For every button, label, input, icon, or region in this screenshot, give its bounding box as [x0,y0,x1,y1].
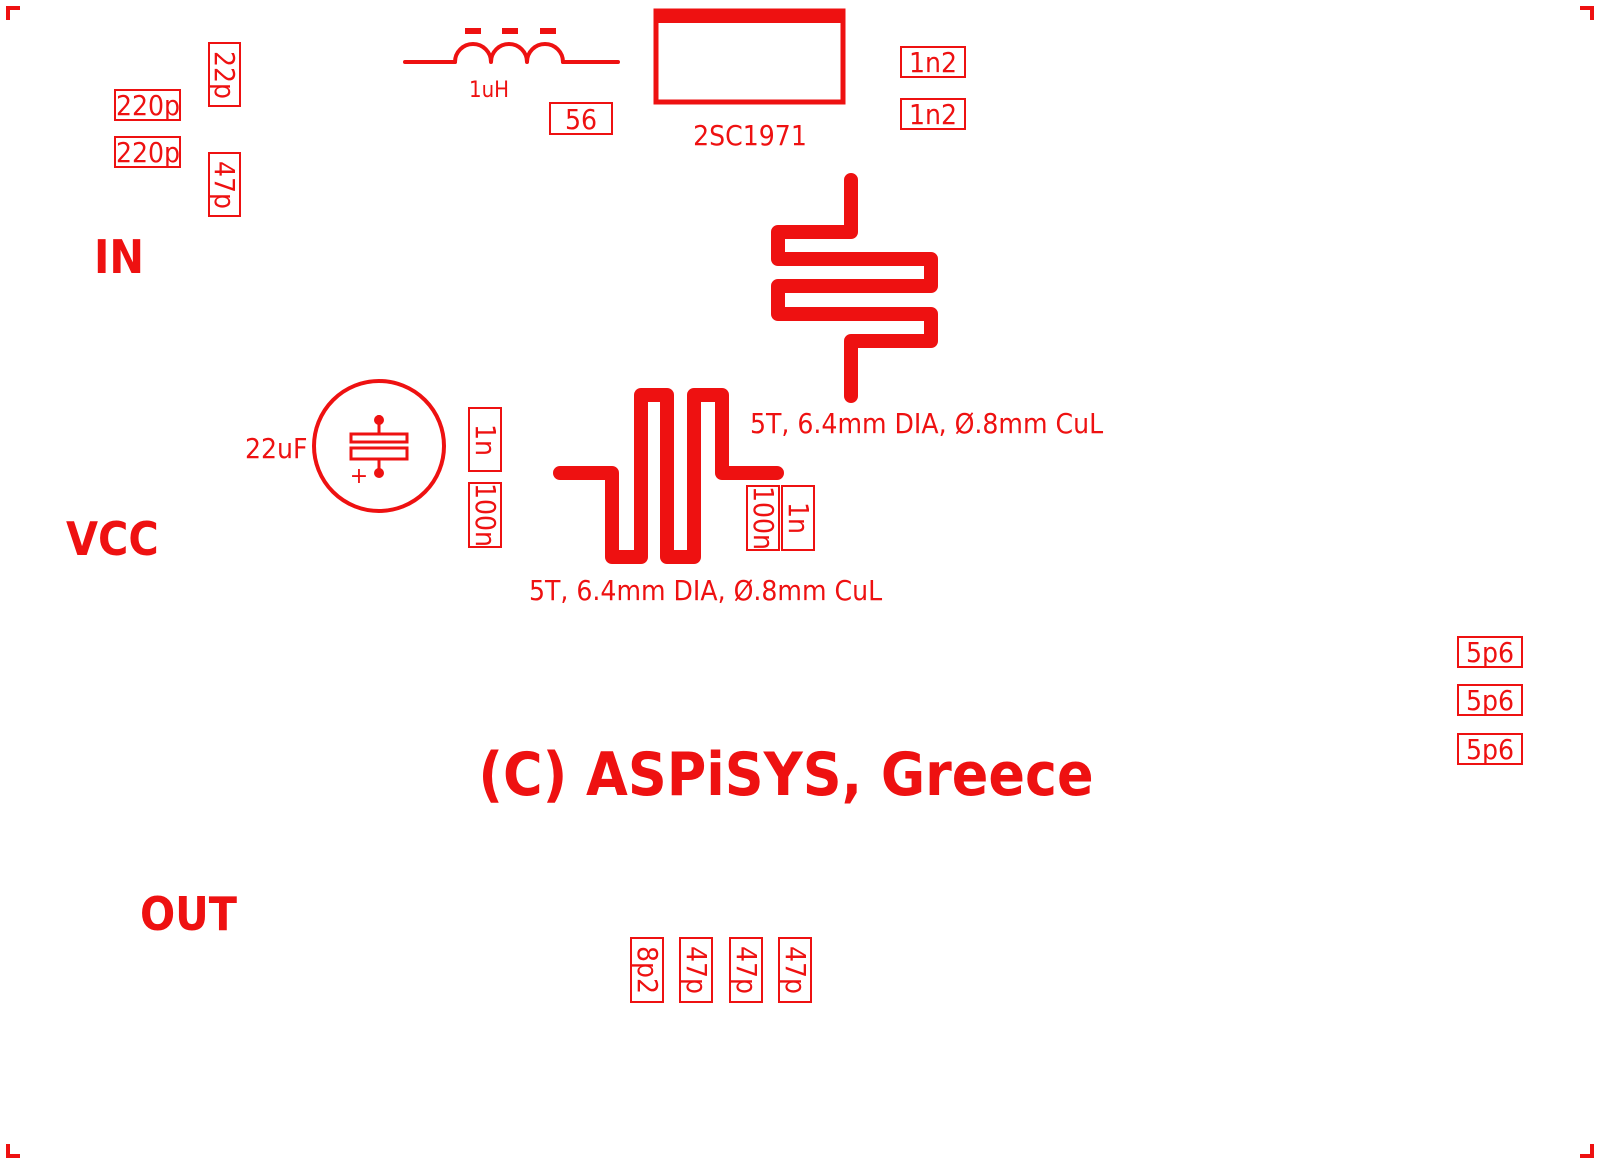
cap-220p-a-label: 220p [116,89,180,122]
corner-mark-top-right [1580,6,1594,20]
cap-8p2-label: 8p2 [631,946,664,994]
resistor-56-label: 56 [565,103,597,136]
inductor-symbol: 1uH [403,28,620,103]
cap-220p-b-label: 220p [116,136,180,169]
inductor-value: 1uH [469,78,509,103]
corner-mark-bottom-left [6,1144,20,1158]
transistor-part-label: 2SC1971 [693,119,807,152]
corner-mark-top-left [6,6,20,20]
cap-100n-left-label: 100n [469,483,502,547]
lower-air-coil [553,388,784,564]
corner-mark-bottom-right [1580,1144,1594,1158]
cap-1n-left-label: 1n [469,424,502,456]
cap-1n2-b-label: 1n2 [909,98,957,131]
upper-coil-spec: 5T, 6.4mm DIA, Ø.8mm CuL [750,407,1103,440]
cap-47p-c-label: 47p [779,946,812,994]
lower-coil-spec: 5T, 6.4mm DIA, Ø.8mm CuL [529,574,882,607]
label-in: IN [94,230,144,284]
cap-1n2-a-label: 1n2 [909,46,957,79]
cap-5p6-a-label: 5p6 [1466,636,1514,669]
electrolytic-value: 22uF [245,432,308,465]
electrolytic-capacitor: + [312,379,446,513]
upper-air-coil [771,173,938,403]
cap-47p-b-label: 47p [730,946,763,994]
cap-5p6-c-label: 5p6 [1466,733,1514,766]
cap-1n-right-label: 1n [782,502,815,534]
copyright-notice: (C) ASPiSYS, Greece [478,740,1093,810]
cap-5p6-b-label: 5p6 [1466,684,1514,717]
cap-47p-in-label: 47p [208,161,241,209]
label-vcc: VCC [66,512,159,566]
cap-100n-right-label: 100n [747,486,780,550]
electrolytic-polarity-mark: + [350,464,368,489]
transistor-outline: 2SC1971 [653,8,846,152]
cap-47p-a-label: 47p [680,946,713,994]
label-out: OUT [140,887,238,941]
cap-22p-label: 22p [208,51,241,99]
corner-marks [6,6,1594,1158]
